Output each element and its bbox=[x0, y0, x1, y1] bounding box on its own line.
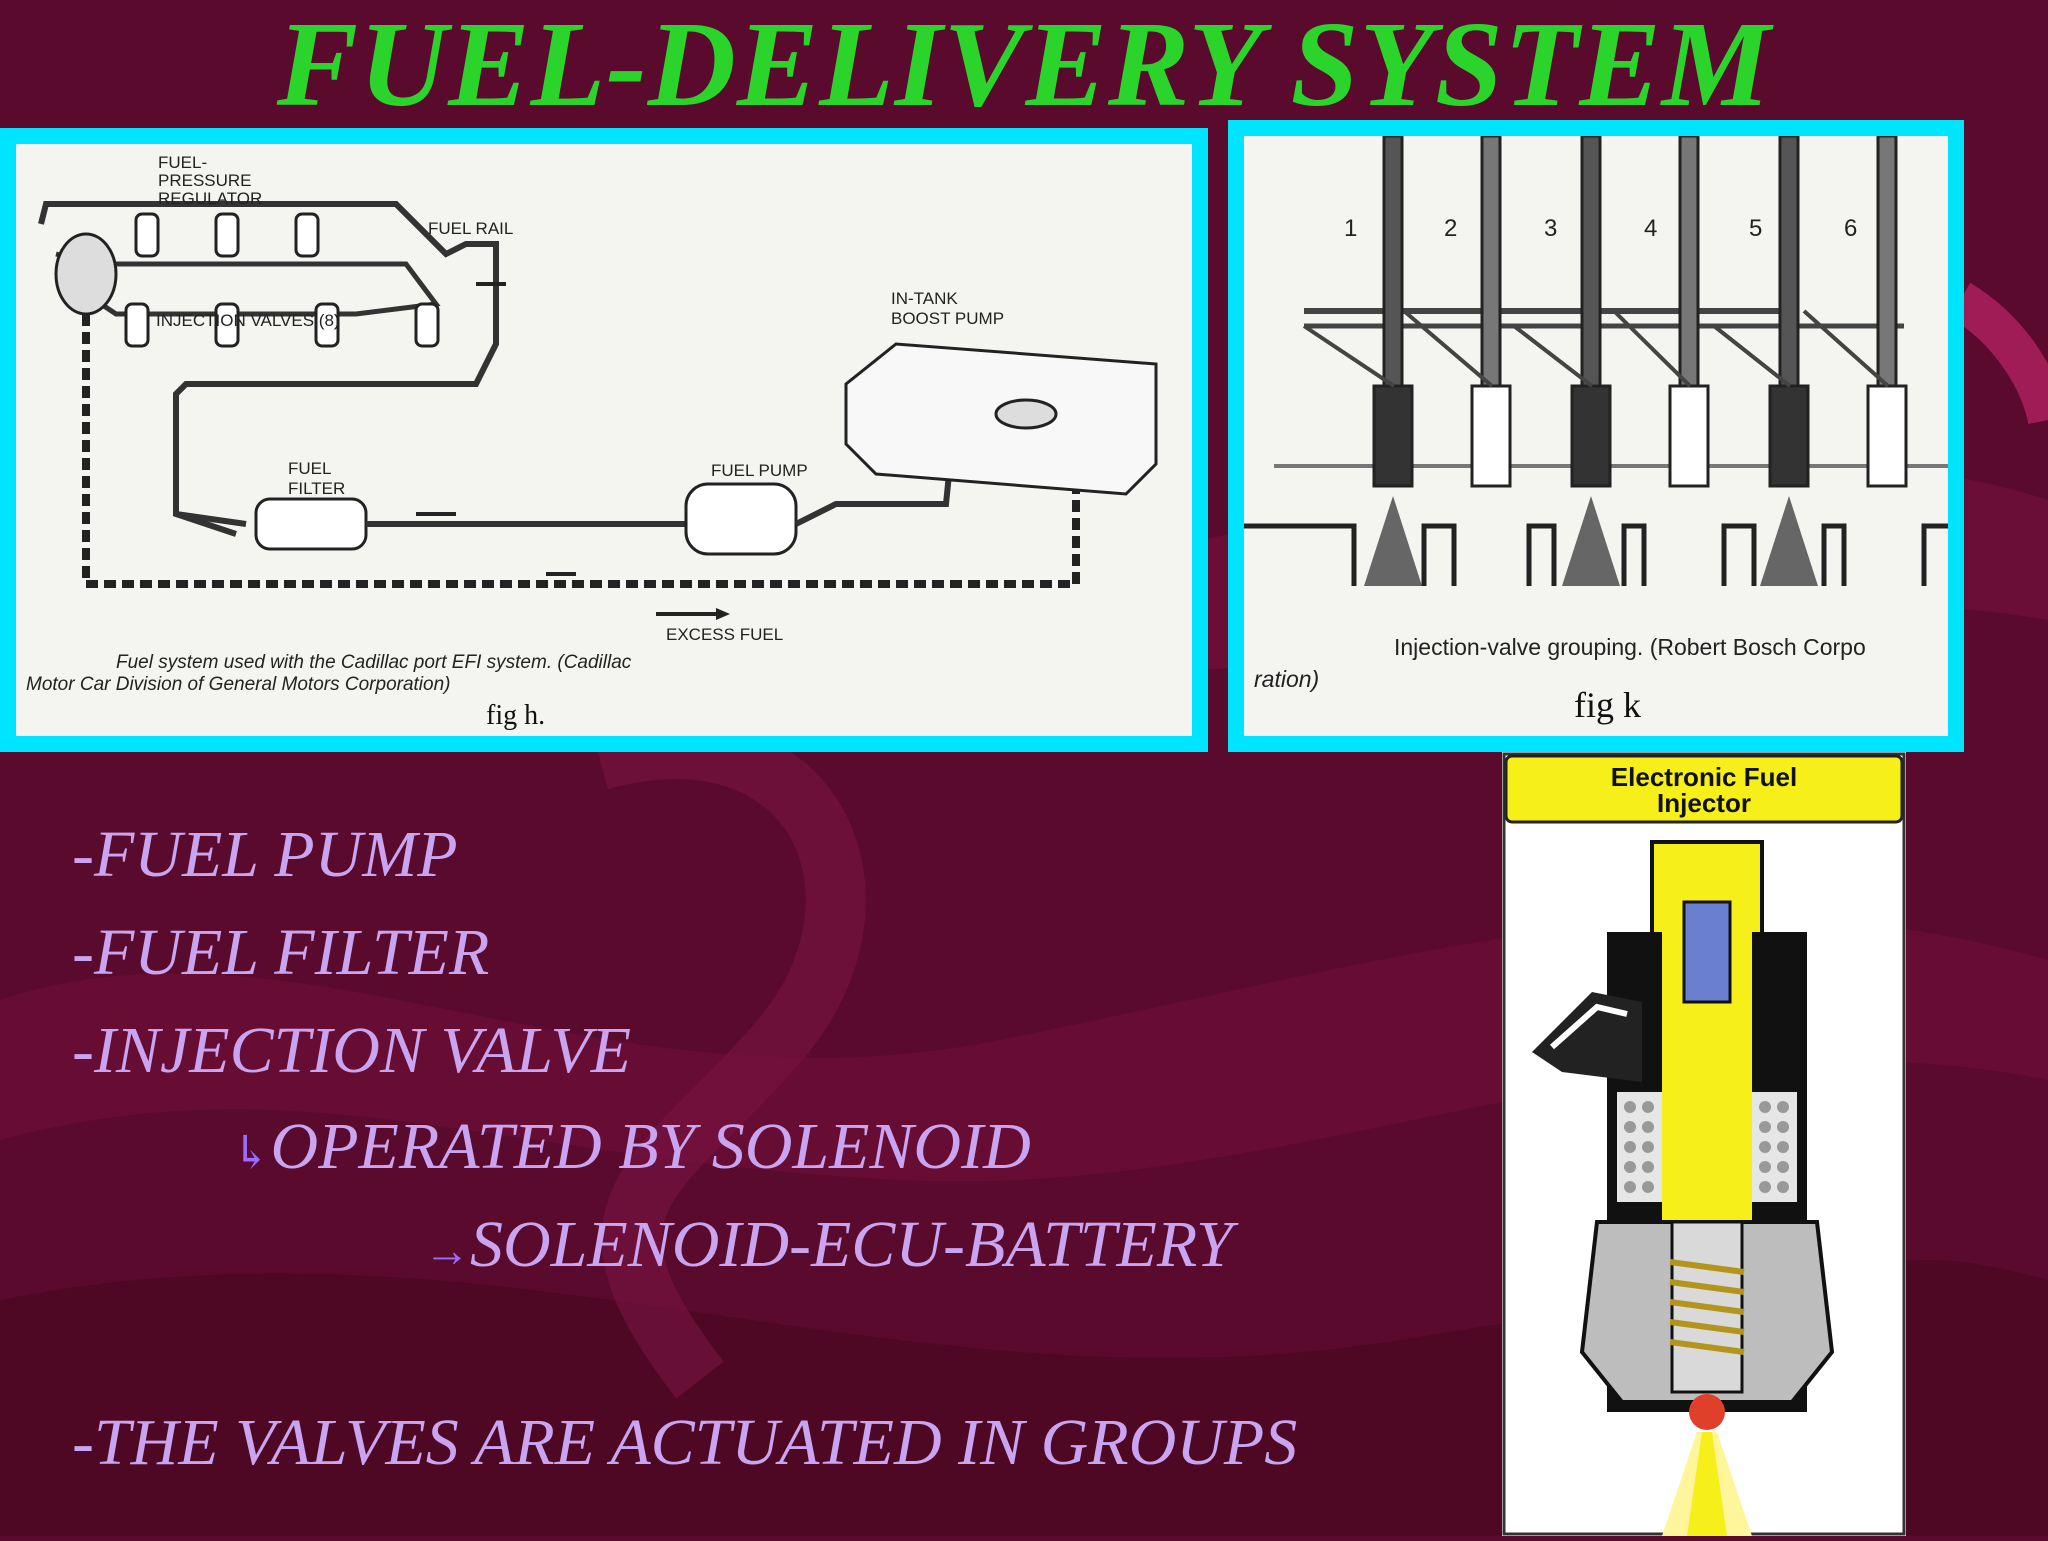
figure-k-panel: 1 2 3 4 5 6 Injection-valve grouping. (R… bbox=[1228, 120, 1964, 752]
bullet-valves-actuated-in-groups: -THE VALVES ARE ACTUATED IN GROUPS bbox=[72, 1406, 1298, 1479]
arrow-icon: ↳ bbox=[232, 1127, 271, 1178]
cylinder-number-3: 3 bbox=[1544, 215, 1557, 242]
injector-title-line-2: Injector bbox=[1657, 788, 1751, 818]
fig-h-label: fig h. bbox=[486, 700, 546, 731]
label-in-tank-1: IN-TANK bbox=[891, 289, 958, 308]
figure-h-panel: FUEL- PRESSURE REGULATOR FUEL RAIL INJEC… bbox=[0, 128, 1208, 752]
sub-bullet-operated-by-solenoid: ↳OPERATED BY SOLENOID bbox=[232, 1112, 1031, 1188]
sub-bullet-operated-by-solenoid-text: OPERATED BY SOLENOID bbox=[270, 1110, 1031, 1183]
label-fuel-pressure-regulator-1: FUEL- bbox=[158, 153, 207, 172]
label-fuel-pressure-regulator-3: REGULATOR bbox=[158, 189, 262, 208]
injection-valve-grouping-diagram: 1 2 3 4 5 6 bbox=[1244, 136, 1948, 586]
cylinder-number-4: 4 bbox=[1644, 215, 1657, 242]
fig-k-caption-2: ration) bbox=[1254, 666, 1320, 692]
bullet-injection-valve: -INJECTION VALVE bbox=[72, 1014, 632, 1087]
bullet-fuel-filter: -FUEL FILTER bbox=[72, 916, 490, 989]
label-fuel-filter-2: FILTER bbox=[288, 479, 345, 498]
bullet-fuel-pump: -FUEL PUMP bbox=[72, 818, 458, 891]
sub-bullet-solenoid-ecu-battery-text: SOLENOID-ECU-BATTERY bbox=[470, 1208, 1233, 1281]
injector-cutaway-diagram: Electronic Fuel Injector bbox=[1502, 752, 1906, 1536]
injector-title-line-1: Electronic Fuel bbox=[1611, 762, 1797, 792]
fig-k-caption-1: Injection-valve grouping. (Robert Bosch … bbox=[1394, 634, 1866, 660]
label-injection-valves: INJECTION VALVES (8) bbox=[156, 311, 340, 330]
cylinder-number-2: 2 bbox=[1444, 215, 1457, 242]
slide-title: FUEL-DELIVERY SYSTEM bbox=[276, 0, 1772, 132]
figure-h-image: FUEL- PRESSURE REGULATOR FUEL RAIL INJEC… bbox=[16, 144, 1192, 736]
fuel-system-diagram: FUEL- PRESSURE REGULATOR FUEL RAIL INJEC… bbox=[38, 153, 1158, 644]
arrow-right-icon: → bbox=[424, 1225, 470, 1276]
cylinder-number-6: 6 bbox=[1844, 215, 1857, 242]
label-fuel-filter-1: FUEL bbox=[288, 459, 331, 478]
label-fuel-pump: FUEL PUMP bbox=[711, 461, 808, 480]
electronic-fuel-injector-figure: Electronic Fuel Injector bbox=[1502, 752, 1906, 1536]
fig-h-caption-1: Fuel system used with the Cadillac port … bbox=[116, 652, 632, 673]
label-fuel-pressure-regulator-2: PRESSURE bbox=[158, 171, 252, 190]
cylinder-number-1: 1 bbox=[1344, 215, 1357, 242]
label-fuel-rail: FUEL RAIL bbox=[428, 219, 513, 238]
cylinder-number-5: 5 bbox=[1749, 215, 1762, 242]
fig-k-label: fig k bbox=[1574, 685, 1641, 725]
label-excess-fuel: EXCESS FUEL bbox=[666, 625, 783, 644]
sub-bullet-solenoid-ecu-battery: →SOLENOID-ECU-BATTERY bbox=[424, 1210, 1233, 1286]
fig-h-caption-2: Motor Car Division of General Motors Cor… bbox=[26, 674, 451, 695]
figure-k-image: 1 2 3 4 5 6 Injection-valve grouping. (R… bbox=[1244, 136, 1948, 736]
label-in-tank-2: BOOST PUMP bbox=[891, 309, 1004, 328]
